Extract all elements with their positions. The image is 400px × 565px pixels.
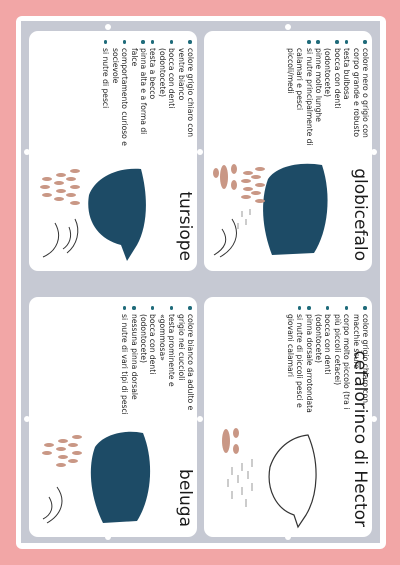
card-globicefalo: globicefalo colore nero o grigio con cor… <box>204 31 372 271</box>
whale-silhouette-icon <box>263 163 328 255</box>
fact-item: bocca con denti (odontocete) <box>157 39 176 151</box>
fact-item: si nutre di piccoli pesci e giovani cala… <box>285 305 304 417</box>
fact-item: pinna dorsale arrotondata <box>304 305 314 417</box>
fact-item: colore grigio chiaro con ventre bianco <box>176 39 195 151</box>
fact-item: bocca con denti (odontocete) <box>314 305 332 417</box>
illustration <box>222 428 317 529</box>
fin-sketch-icon <box>42 486 63 524</box>
fin-sketch-icon <box>42 222 59 258</box>
fact-item: si nutre di pesci <box>101 39 110 151</box>
card-grid: globicefalo colore nero o grigio con cor… <box>21 21 380 543</box>
fact-item: nessuna pinna dorsale <box>129 305 139 417</box>
fact-item: corpo molto piccolo (tra i più piccoli c… <box>332 305 351 417</box>
fact-list: colore nero o grigio con corpo grande e … <box>285 39 370 151</box>
illustration <box>42 431 151 524</box>
beluga-silhouette-icon <box>90 431 151 523</box>
fact-item: testa a becco <box>148 39 157 151</box>
fish-sketch-marks <box>237 209 251 229</box>
illustration <box>40 168 146 261</box>
fish-school-icon <box>241 167 265 203</box>
dolphin-sketch-icon <box>268 434 317 529</box>
fish-school-icon <box>42 435 82 467</box>
decor-dot <box>285 534 291 540</box>
fact-item: pinna alta e a forma di falce <box>129 39 148 151</box>
card-cefalorinco-di-hector: cefalorinco di Hector colore grigio chia… <box>204 297 372 537</box>
tail-sketch-icon <box>62 218 79 254</box>
fin-sketch-icon <box>213 218 237 258</box>
decor-dot <box>105 24 111 30</box>
decor-dot <box>371 149 377 155</box>
dolphin-silhouette-icon <box>88 168 146 261</box>
illustration <box>213 163 328 258</box>
fact-item: bocca con denti (odontocete) <box>323 39 341 151</box>
card-tursiope: tursiope colore grigio chiaro con ventre… <box>29 31 197 271</box>
fact-item: colore bianco da adulto e grigio nei cuc… <box>176 305 195 417</box>
fact-list: colore grigio chiaro con ventre bianco b… <box>101 39 195 151</box>
decor-dot <box>105 534 111 540</box>
fact-item: colore nero o grigio con corpo grande e … <box>351 39 370 151</box>
fact-item: bocca con denti (odontocete) <box>139 305 157 417</box>
fact-item: colore grigio chiaro con macchie scure <box>351 305 370 417</box>
decor-dot <box>24 416 30 422</box>
squid-icon <box>222 428 239 454</box>
fish-school-icon <box>40 169 80 205</box>
decor-dot <box>197 416 203 422</box>
decor-dot <box>371 416 377 422</box>
fact-item: comportamento curioso e socievole <box>110 39 129 151</box>
fact-item: si nutre principalmente di calamari e pe… <box>285 39 314 151</box>
fact-item: testa bulbosa <box>342 39 351 151</box>
fact-item: pinne molto lunghe <box>314 39 323 151</box>
decor-dot <box>285 24 291 30</box>
squid-icon <box>213 164 237 190</box>
fact-list: colore bianco da adulto e grigio nei cuc… <box>120 305 195 417</box>
fish-school-icon <box>227 459 253 507</box>
decor-dot <box>24 149 30 155</box>
fact-item: si nutre di vari tipi di pesci <box>120 305 129 417</box>
card-beluga: beluga colore bianco da adulto e grigio … <box>29 297 197 537</box>
fact-list: colore grigio chiaro con macchie scure c… <box>285 305 370 417</box>
decor-dot <box>197 149 203 155</box>
fact-item: testa prominente e «gommosa» <box>157 305 176 417</box>
